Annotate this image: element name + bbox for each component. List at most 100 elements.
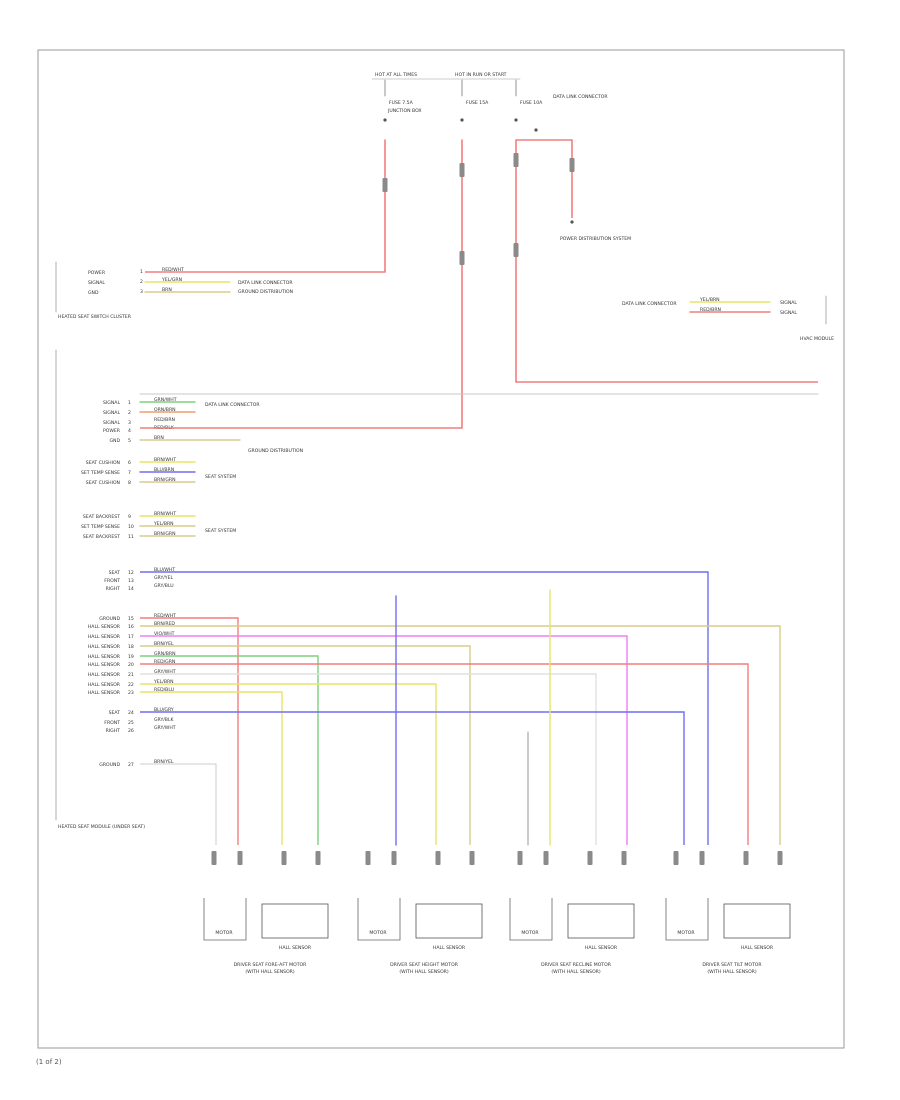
module-pin-name-16: HALL SENSOR xyxy=(88,634,121,640)
splice-dot xyxy=(534,128,538,132)
switch-wire-color-1: YEL/GRN xyxy=(161,277,182,283)
motor-connector-icon-1-2 xyxy=(435,851,441,865)
module-pin-number-11: 12 xyxy=(128,570,134,576)
wire-run-6 xyxy=(140,663,749,845)
seat-system-ref-1: SEAT SYSTEM xyxy=(205,474,236,480)
module-pin-number-2: 3 xyxy=(128,420,131,426)
motor-connector-icon-3-1 xyxy=(699,851,705,865)
motor-connector-icon-0-0 xyxy=(211,851,217,865)
motor-connector-icon-0-1 xyxy=(237,851,243,865)
module-wire-color-11: BLU/WHT xyxy=(154,567,175,573)
wire-run-8 xyxy=(140,683,437,845)
module-ground-ref: GROUND DISTRIBUTION xyxy=(248,448,303,454)
module-wire-color-25: GRY/WHT xyxy=(154,725,176,731)
module-pin-name-9: SET TEMP SENSE xyxy=(81,524,120,530)
module-wire-color-23: BLU/GRY xyxy=(154,707,174,713)
motor-connector-icon-3-2 xyxy=(743,851,749,865)
hvac-pin-name-1: SIGNAL xyxy=(780,310,797,316)
module-wire-color-12: GRY/YEL xyxy=(154,575,174,581)
switch-pin-number-1: 2 xyxy=(140,279,143,285)
module-pin-name-17: HALL SENSOR xyxy=(88,644,121,650)
module-pin-name-4: GND xyxy=(109,438,120,444)
module-pin-name-26: GROUND xyxy=(99,762,120,768)
hall-sensor-label-3: HALL SENSOR xyxy=(741,945,774,951)
motor-connector-icon-3-3 xyxy=(777,851,783,865)
module-pin-name-18: HALL SENSOR xyxy=(88,654,121,660)
module-pin-name-24: FRONT xyxy=(104,720,120,726)
module-wire-color-14: RED/WHT xyxy=(154,613,176,619)
module-pin-name-0: SIGNAL xyxy=(103,400,120,406)
module-wire-color-0: GRN/WHT xyxy=(154,397,177,403)
fuse-label-1: FUSE 15A xyxy=(466,100,489,106)
fuse-terminal xyxy=(383,118,387,122)
module-wire-color-6: BLU/BRN xyxy=(154,467,174,473)
module-pin-name-7: SEAT CUSHION xyxy=(86,480,120,486)
module-pin-number-3: 4 xyxy=(128,428,131,434)
wire-run-9 xyxy=(140,691,283,845)
fuse-a-connector-icon xyxy=(382,178,388,192)
fuse-b-connector-icon xyxy=(459,163,465,177)
module-pin-name-15: HALL SENSOR xyxy=(88,624,121,630)
wire-run-0 xyxy=(140,571,709,845)
hvac-wire-color-0: YEL/BRN xyxy=(699,297,720,303)
module-wire-color-4: BRN xyxy=(154,435,164,441)
module-pin-number-7: 8 xyxy=(128,480,131,486)
module-wire-color-20: GRY/WHT xyxy=(154,669,176,675)
module-pin-name-19: HALL SENSOR xyxy=(88,662,121,668)
module-pin-number-8: 9 xyxy=(128,514,131,520)
fuse-c-connector-2-icon xyxy=(513,153,519,167)
fuse-terminal xyxy=(514,118,518,122)
module-pin-name-13: RIGHT xyxy=(106,586,121,592)
module-wire-color-21: YEL/BRN xyxy=(153,679,174,685)
junction-box-label: JUNCTION BOX xyxy=(387,108,422,114)
module-pin-number-22: 23 xyxy=(128,690,134,696)
fuse-c-connector-icon xyxy=(569,158,575,172)
hall-sensor-label-0: HALL SENSOR xyxy=(279,945,312,951)
hvac-pin-name-0: SIGNAL xyxy=(780,300,797,306)
motor-label-1: MOTOR xyxy=(369,930,387,936)
module-pin-name-2: SIGNAL xyxy=(103,420,120,426)
module-pin-number-21: 22 xyxy=(128,682,134,688)
switch-pin-name-2: GND xyxy=(88,290,99,296)
module-pin-number-19: 20 xyxy=(128,662,134,668)
heated-seat-switch-label: HEATED SEAT SWITCH CLUSTER xyxy=(58,314,132,320)
switch-data-link-ref: DATA LINK CONNECTOR xyxy=(238,280,293,286)
motor-outline-2 xyxy=(509,898,553,941)
motor-connector-icon-2-1 xyxy=(543,851,549,865)
seat-subtitle-2: (WITH HALL SENSOR) xyxy=(551,969,601,975)
module-pin-number-1: 2 xyxy=(128,410,131,416)
module-wire-color-7: BRN/GRN xyxy=(154,477,176,483)
wire-red-feed-right xyxy=(515,380,818,383)
module-wire-color-24: GRY/BLK xyxy=(154,717,175,723)
fuse-label-2: FUSE 10A xyxy=(520,100,543,106)
wire-switch-power xyxy=(145,270,386,273)
module-pin-number-17: 18 xyxy=(128,644,134,650)
motor-connector-icon-0-2 xyxy=(281,851,287,865)
page-frame xyxy=(37,49,845,1049)
motor-connector-icon-3-0 xyxy=(673,851,679,865)
module-wire-color-10: BRN/GRN xyxy=(154,531,176,537)
module-wire-color-9: YEL/BRN xyxy=(153,521,174,527)
module-wire-color-5: BRN/WHT xyxy=(154,457,176,463)
motor-label-2: MOTOR xyxy=(521,930,539,936)
module-wire-color-8: BRN/WHT xyxy=(154,511,176,517)
hvac-data-link-ref: DATA LINK CONNECTOR xyxy=(622,301,677,307)
module-wire-color-16: VIO/WHT xyxy=(154,631,175,637)
module-pin-number-0: 1 xyxy=(128,400,131,406)
module-pin-number-12: 13 xyxy=(128,578,134,584)
module-pin-number-25: 26 xyxy=(128,728,134,734)
module-pin-name-22: HALL SENSOR xyxy=(88,690,121,696)
seat-system-ref-2: SEAT SYSTEM xyxy=(205,528,236,534)
module-wire-color-26: BRN/YEL xyxy=(154,759,174,765)
motor-connector-icon-1-1 xyxy=(391,851,397,865)
fuse-label-0: FUSE 7.5A xyxy=(389,100,414,106)
module-pin-name-25: RIGHT xyxy=(106,728,121,734)
motor-connector-icon-1-3 xyxy=(469,851,475,865)
motor-label-0: MOTOR xyxy=(215,930,233,936)
hall-sensor-box-0 xyxy=(261,903,329,939)
wire-run-7 xyxy=(140,673,597,845)
wire-run-5 xyxy=(140,655,319,845)
hvac-wire-color-1: RED/BRN xyxy=(700,307,721,313)
power-distribution-label: POWER DISTRIBUTION SYSTEM xyxy=(560,236,631,242)
